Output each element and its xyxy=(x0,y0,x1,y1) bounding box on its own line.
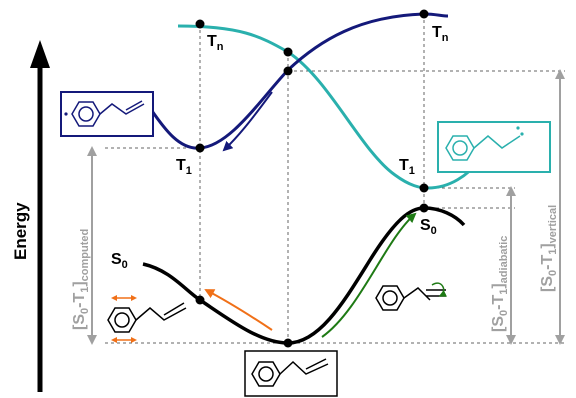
t1-right-label: T1 xyxy=(399,157,415,177)
orange-arrow xyxy=(204,289,273,331)
tn-left-label: Tn xyxy=(207,33,224,53)
green-arrow xyxy=(321,212,417,338)
computed-gap-label: [S0-T1]computed xyxy=(71,229,91,330)
s0-molecule-box xyxy=(244,350,338,397)
navy-state-curve xyxy=(148,12,449,150)
navy-relax-arrow xyxy=(222,91,273,152)
benzene-ring-icon xyxy=(107,307,137,333)
t1-planar-molecule-box xyxy=(437,121,551,173)
energy-axis-arrowhead xyxy=(30,40,50,68)
s0-right-label: S0 xyxy=(420,217,437,237)
t1-twisted-molecule-box xyxy=(60,91,154,137)
s0-stretch-molecule xyxy=(107,295,187,343)
benzene-ring-icon xyxy=(375,285,405,311)
adiabatic-gap-label: [S0-T1]adiabatic xyxy=(490,236,510,332)
vertical-gap-label: [S0-T1]vertical xyxy=(539,205,559,292)
teal-state-curve xyxy=(177,24,482,190)
state-dots xyxy=(195,9,429,348)
s0-left-label: S0 xyxy=(111,251,128,271)
t1-left-label: T1 xyxy=(176,157,192,177)
s0-curve xyxy=(142,206,466,345)
rotation-icon xyxy=(431,282,448,297)
guide-lines xyxy=(105,14,565,344)
s0-rotation-molecule xyxy=(375,282,448,311)
energy-axis-label: Energy xyxy=(11,202,30,260)
tn-right-label: Tn xyxy=(432,24,449,44)
